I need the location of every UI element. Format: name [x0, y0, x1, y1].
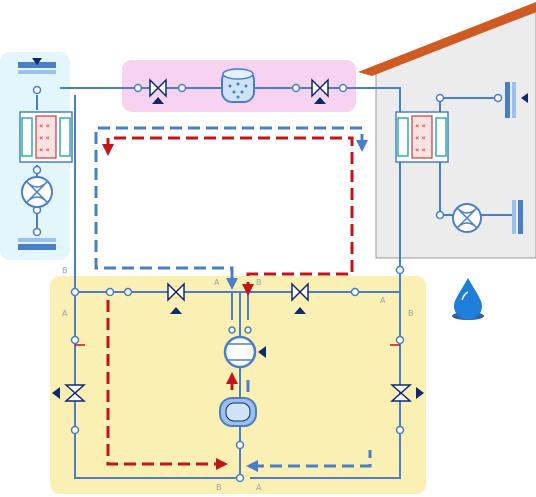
port-label: B — [62, 266, 68, 275]
port-label: B — [216, 483, 222, 492]
outdoor-panel — [50, 276, 426, 494]
svg-text:« «: « « — [39, 122, 50, 130]
fan-icon — [21, 176, 53, 208]
svg-text:« «: « « — [39, 146, 50, 154]
port-label: A — [62, 309, 68, 318]
svg-text:« «: « « — [415, 134, 426, 142]
port-label: A — [256, 483, 262, 492]
indoor-unit-bottom-grille — [18, 238, 56, 250]
port-label: B — [408, 309, 414, 318]
heat-exchanger-icon: « « « « « « — [19, 111, 73, 163]
hot-flow-path — [102, 136, 354, 470]
port-label: A — [214, 278, 220, 287]
accumulator-icon — [219, 397, 257, 427]
outdoor-grille-top — [505, 82, 528, 118]
filter-drier-icon — [221, 68, 255, 103]
svg-text:« «: « « — [39, 134, 50, 142]
svg-text:« «: « « — [415, 122, 426, 130]
compressor-icon — [223, 335, 257, 369]
fan-icon — [452, 203, 482, 233]
heat-exchanger-icon: « « « « « « — [395, 111, 449, 163]
house-roof — [358, 2, 536, 76]
port-label: B — [256, 278, 262, 287]
water-drop-icon — [452, 278, 484, 320]
svg-text:« «: « « — [415, 146, 426, 154]
valve-actuators — [52, 97, 424, 399]
indoor-unit-top-grille — [18, 58, 56, 74]
port-label: A — [380, 296, 386, 305]
outdoor-grille-bottom — [512, 200, 523, 234]
